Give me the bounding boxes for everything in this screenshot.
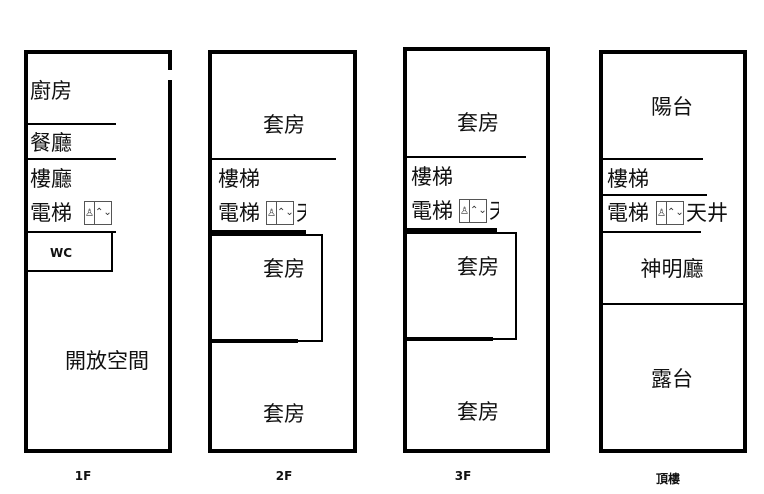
wall <box>403 232 517 234</box>
room-kitchen: 廚房 <box>30 79 72 103</box>
wall <box>599 158 703 160</box>
room-suite: 套房 <box>457 255 499 279</box>
floor-1f-outline <box>24 50 172 453</box>
wall <box>599 303 747 305</box>
wall <box>407 337 493 341</box>
room-balcony: 陽台 <box>651 95 693 119</box>
wall <box>403 156 526 158</box>
room-suite: 套房 <box>457 400 499 424</box>
room-shrine: 神明廳 <box>640 257 704 281</box>
room-stairs: 樓梯 <box>218 167 260 191</box>
shaft-label: 天 <box>296 203 306 224</box>
wall <box>493 338 517 340</box>
wall <box>298 340 323 342</box>
floor-roof-outline <box>599 50 747 453</box>
wall <box>403 228 497 232</box>
elevator-icon: ♙⌃⌄ <box>656 201 684 225</box>
room-wc: WC <box>50 246 73 260</box>
shaft-label: 天井 <box>686 201 728 225</box>
room-suite: 套房 <box>457 111 499 135</box>
room-elevator: 電梯 <box>30 201 72 225</box>
floor-2f-outline <box>208 50 357 453</box>
room-lobby: 樓廳 <box>30 167 72 191</box>
elevator-icon: ♙⌃⌄ <box>459 199 487 223</box>
wall <box>208 234 323 236</box>
room-stairs: 樓梯 <box>411 165 453 189</box>
floor-label: 1F <box>74 469 92 483</box>
room-suite: 套房 <box>263 257 305 281</box>
room-suite: 套房 <box>263 113 305 137</box>
room-suite: 套房 <box>263 402 305 426</box>
floor-label: 3F <box>454 469 472 483</box>
room-open-space: 開放空間 <box>65 349 149 373</box>
wall <box>24 123 116 125</box>
wall <box>599 231 701 233</box>
wall <box>24 231 116 233</box>
room-elevator: 電梯 <box>607 201 649 225</box>
floor-label: 頂樓 <box>655 472 681 486</box>
suite-wall <box>515 232 517 339</box>
wall <box>212 339 298 343</box>
floor-3f-outline <box>403 47 550 453</box>
room-stairs: 樓梯 <box>607 167 649 191</box>
room-elevator: 電梯 <box>411 199 453 223</box>
wc-wall <box>111 232 113 272</box>
elevator-icon: ♙⌃⌄ <box>266 201 294 225</box>
wc-wall <box>24 270 112 272</box>
wall <box>208 230 306 234</box>
shaft-label: 天 <box>489 201 499 222</box>
elevator-icon: ♙⌃⌄ <box>84 201 112 225</box>
room-dining: 餐廳 <box>30 131 72 155</box>
wall <box>208 158 336 160</box>
floor-label: 2F <box>275 469 293 483</box>
suite-wall <box>321 234 323 341</box>
wall <box>24 158 116 160</box>
room-elevator: 電梯 <box>218 201 260 225</box>
wall <box>599 194 707 196</box>
room-terrace: 露台 <box>651 367 693 391</box>
